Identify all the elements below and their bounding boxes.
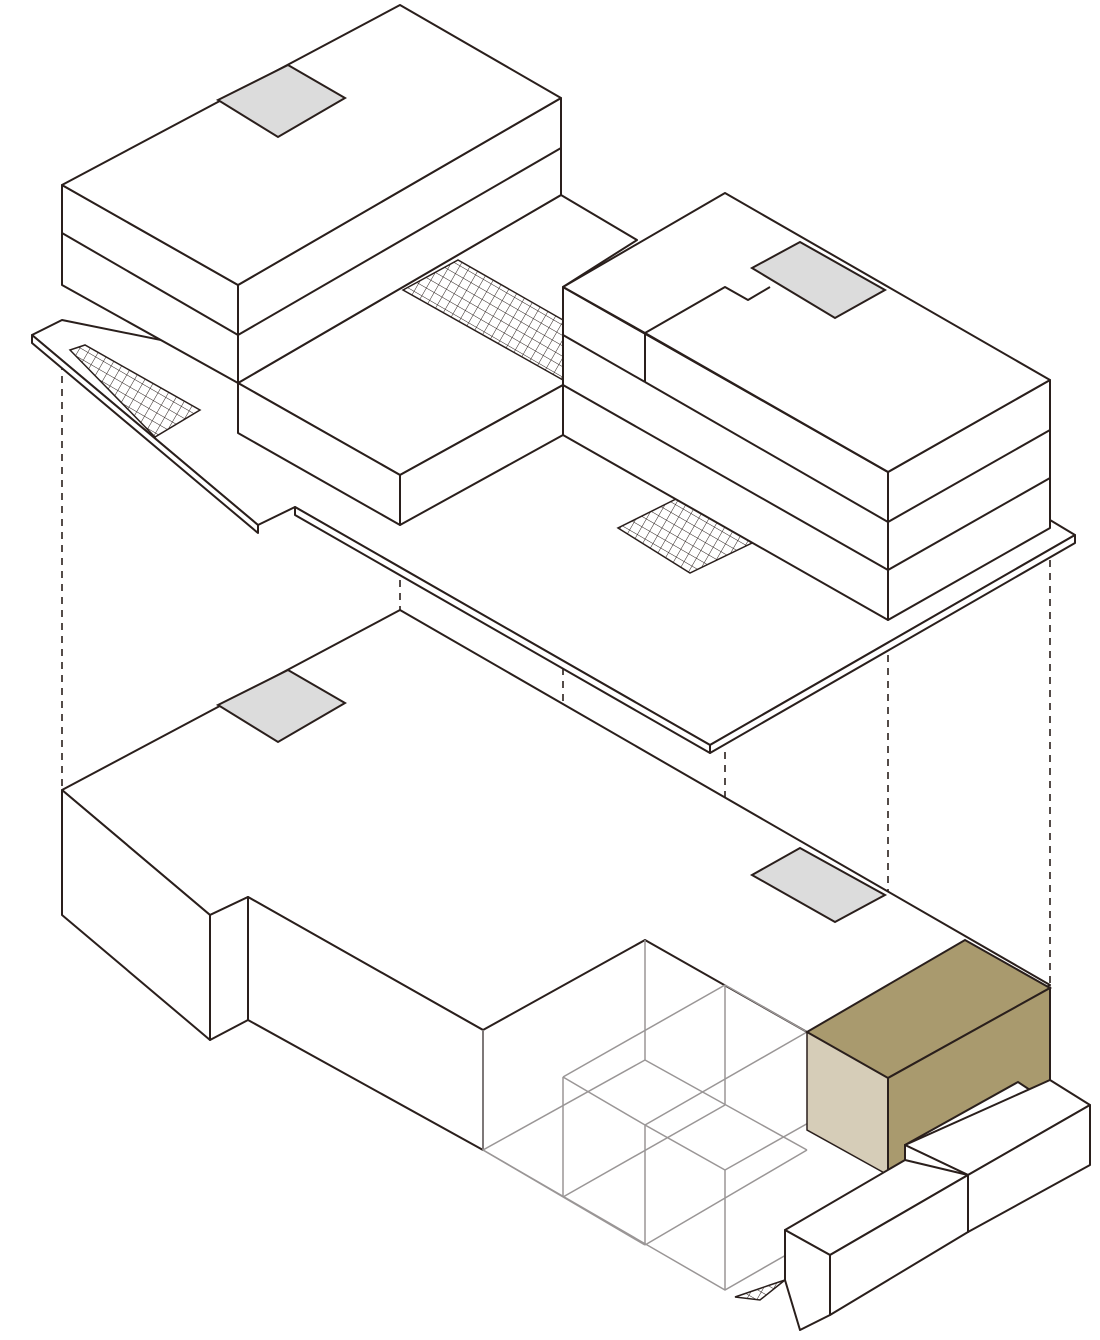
highlighted-volume <box>804 938 1053 1177</box>
middle-block <box>237 194 638 526</box>
lower-podium <box>61 609 1051 1151</box>
glass-volumes <box>482 940 889 1291</box>
front-blocks <box>734 1079 1091 1331</box>
upper-left-volume <box>61 4 562 384</box>
upper-right-volume <box>562 192 1051 621</box>
skylight <box>215 668 347 744</box>
hatched-void <box>68 344 202 438</box>
skylight <box>215 63 347 139</box>
skylight <box>749 240 888 320</box>
skylight <box>749 846 888 924</box>
